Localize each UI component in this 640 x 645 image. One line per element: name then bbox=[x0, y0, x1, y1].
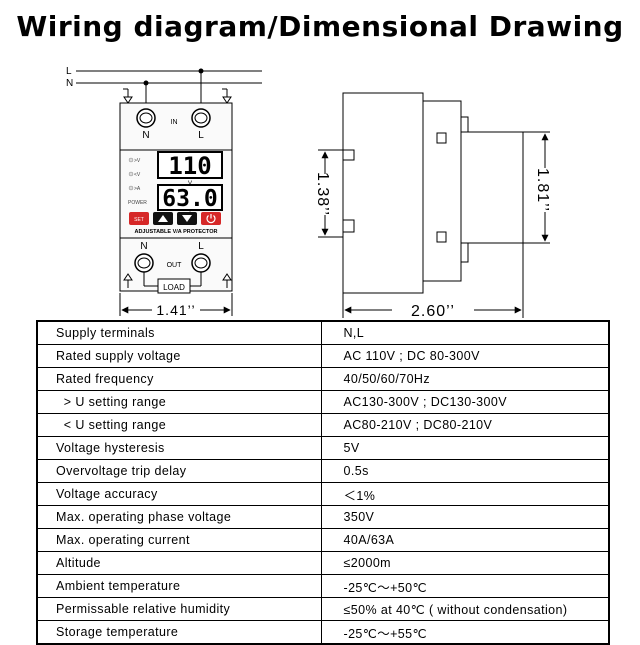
spec-label: Storage temperature bbox=[36, 620, 322, 645]
clip-notch bbox=[343, 149, 355, 161]
spec-label: Rated frequency bbox=[36, 367, 322, 391]
spec-label: Voltage accuracy bbox=[36, 482, 322, 506]
arrow-down-icon bbox=[222, 88, 232, 104]
voltage-display bbox=[157, 151, 223, 179]
arrow-down-icon bbox=[182, 215, 192, 222]
spec-value: 0.5s bbox=[320, 459, 610, 483]
current-reading: 63.0 bbox=[162, 186, 217, 212]
arrow-down-icon bbox=[123, 88, 133, 104]
spec-label: Voltage hysteresis bbox=[36, 436, 322, 460]
spec-label: Max. operating current bbox=[36, 528, 322, 552]
spec-label: Rated supply voltage bbox=[36, 344, 322, 368]
table-row: Storage temperature-25℃～+55℃ bbox=[36, 620, 610, 645]
out-terminal-l: L bbox=[198, 241, 204, 252]
depth-dimension: 2.60’’ bbox=[411, 303, 455, 320]
indicator-power: POWER bbox=[128, 200, 147, 206]
height-large-dimension: 1.81’’ bbox=[534, 168, 551, 212]
spec-value: AC 110V ; DC 80-300V bbox=[320, 344, 610, 368]
line-label-l: L bbox=[66, 66, 72, 77]
indicator-over-voltage: >V bbox=[134, 158, 141, 164]
voltage-reading: 110 bbox=[168, 152, 211, 180]
spec-label: Overvoltage trip delay bbox=[36, 459, 322, 483]
terminal-screw-icon bbox=[191, 108, 211, 128]
load-label: LOAD bbox=[163, 283, 185, 292]
drawing-canvas: L N N bbox=[66, 66, 551, 320]
spec-value: ＜1% bbox=[320, 482, 610, 506]
spec-value: 40/50/60/70Hz bbox=[320, 367, 610, 391]
spec-label: Max. operating phase voltage bbox=[36, 505, 322, 529]
height-small-dimension: 1.38’’ bbox=[314, 172, 331, 216]
spec-value: AC80-210V ; DC80-210V bbox=[320, 413, 610, 437]
in-label: IN bbox=[171, 119, 178, 126]
terminal-screw-icon bbox=[136, 108, 156, 128]
spec-label: Permissable relative humidity bbox=[36, 597, 322, 621]
device-outline bbox=[342, 92, 524, 294]
line-label-n: N bbox=[66, 78, 73, 89]
table-row: Permissable relative humidity≤50% at 40℃… bbox=[36, 597, 610, 621]
table-row: Voltage accuracy＜1% bbox=[36, 482, 610, 506]
spec-label: Ambient temperature bbox=[36, 574, 322, 598]
out-terminal-n: N bbox=[140, 241, 147, 252]
in-terminal-n: N bbox=[142, 130, 149, 141]
set-button-label: SET bbox=[134, 217, 144, 223]
table-row: Altitude≤2000m bbox=[36, 551, 610, 575]
arrow-up-icon bbox=[123, 273, 133, 288]
indicator-led-icon bbox=[128, 157, 134, 163]
arrow-up-icon bbox=[158, 215, 168, 222]
width-dimension: 1.41’’ bbox=[156, 302, 195, 318]
product-label: ADJUSTABLE V/A PROTECTOR bbox=[134, 229, 217, 235]
set-button[interactable] bbox=[129, 212, 149, 225]
mount-slot bbox=[436, 132, 447, 144]
spec-label: Supply terminals bbox=[36, 320, 322, 345]
table-row: Ambient temperature-25℃～+50℃ bbox=[36, 574, 610, 598]
spec-label: > U setting range bbox=[36, 390, 322, 414]
load-box bbox=[157, 278, 191, 294]
spec-value: 5V bbox=[320, 436, 610, 460]
side-view-drawing bbox=[318, 92, 550, 318]
indicator-led-icon bbox=[128, 185, 134, 191]
indicator-under-voltage: <V bbox=[134, 172, 141, 178]
page-title: Wiring diagram/Dimensional Drawing bbox=[16, 10, 624, 43]
terminal-screw-icon bbox=[191, 253, 211, 273]
spec-value: 40A/63A bbox=[320, 528, 610, 552]
spec-label: < U setting range bbox=[36, 413, 322, 437]
indicator-led-icon bbox=[128, 171, 134, 177]
arrow-up-icon bbox=[222, 273, 232, 288]
spec-value: 350V bbox=[320, 505, 610, 529]
spec-value: ≤2000m bbox=[320, 551, 610, 575]
terminal-screw-icon bbox=[134, 253, 154, 273]
current-display bbox=[157, 184, 223, 211]
spec-value: N,L bbox=[320, 320, 610, 345]
spec-label: Altitude bbox=[36, 551, 322, 575]
spec-value: -25℃～+55℃ bbox=[320, 620, 610, 645]
indicator-over-current: >A bbox=[134, 186, 141, 192]
spec-value: -25℃～+50℃ bbox=[320, 574, 610, 598]
mount-slot bbox=[436, 231, 447, 243]
spec-value: AC130-300V ; DC130-300V bbox=[320, 390, 610, 414]
power-icon bbox=[206, 214, 216, 224]
spec-value: ≤50% at 40℃ ( without condensation) bbox=[320, 597, 610, 621]
in-terminal-l: L bbox=[198, 130, 204, 141]
out-label: OUT bbox=[167, 262, 183, 269]
clip-notch bbox=[343, 219, 355, 233]
wiring-diagram: L N N bbox=[66, 66, 262, 318]
